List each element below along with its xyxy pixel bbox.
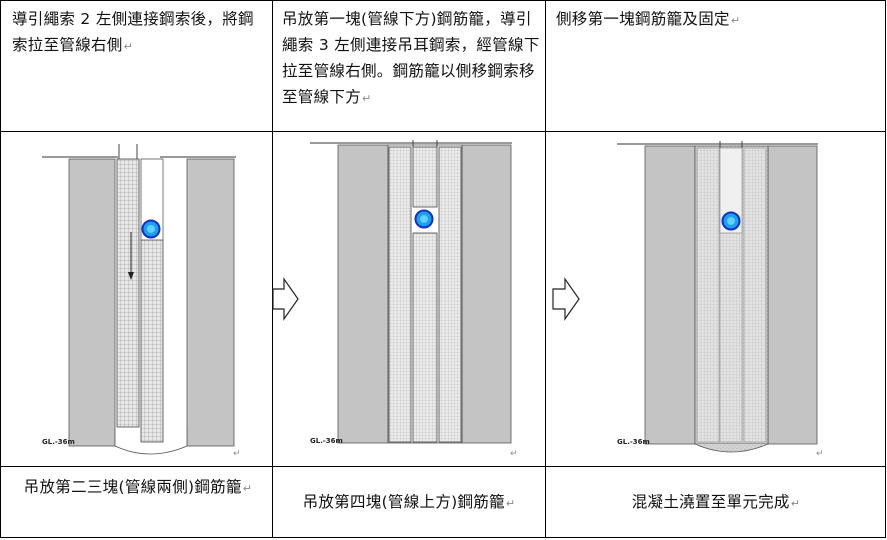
arrow-right-outline-icon: [552, 277, 580, 321]
caption-bottom-2: 吊放第四塊(管線上方)鋼筋籠↵: [274, 489, 544, 517]
rebar-cage-left: [116, 158, 140, 428]
diagram-step-1: GL.-36m ↵: [42, 144, 241, 459]
paragraph-mark: ↵: [233, 449, 241, 459]
soil-right: [186, 158, 235, 447]
rebar-cage-4: [412, 146, 438, 208]
depth-label: GL.-36m: [310, 437, 343, 445]
pipe-circle-icon: [721, 211, 741, 231]
caption-top-1: 導引繩索 2 左側連接鋼索後，將鋼索拉至管線右側↵: [12, 6, 264, 60]
soil-right: [767, 145, 818, 445]
caption-text: 吊放第四塊(管線上方)鋼筋籠: [302, 493, 505, 511]
soil-left: [644, 145, 696, 445]
soil-right: [461, 144, 512, 444]
diagram-step-2: GL.-36m ↵: [310, 140, 518, 459]
caption-bottom-1: 吊放第二三塊(管線兩側)鋼筋籠↵: [14, 474, 262, 502]
caption-top-3: 側移第一塊鋼筋籠及固定↵: [556, 6, 876, 34]
rebar-cage-1: [388, 146, 412, 443]
caption-top-2: 吊放第一塊(管線下方)鋼筋籠，導引繩索 3 左側連接吊耳鋼索，經管線下拉至管線右…: [282, 6, 540, 112]
diagram-step-3: GL.-36m ↵: [617, 141, 824, 459]
depth-label: GL.-36m: [42, 438, 75, 446]
caption-text: 吊放第一塊(管線下方)鋼筋籠，導引繩索 3 左側連接吊耳鋼索，經管線下拉至管線右…: [282, 10, 540, 106]
caption-bottom-3: 混凝土澆置至單元完成↵: [547, 489, 885, 517]
paragraph-mark: ↵: [816, 449, 824, 459]
rebar-cage-right: [140, 239, 164, 443]
rebar-cage-3: [438, 146, 462, 443]
soil-left: [337, 144, 389, 444]
rebar-cage-2: [412, 232, 438, 443]
arrow-down-icon: [128, 272, 134, 280]
caption-text: 吊放第二三塊(管線兩側)鋼筋籠: [23, 478, 242, 496]
caption-text: 側移第一塊鋼筋籠及固定: [556, 10, 730, 28]
soil-left: [68, 158, 116, 447]
paragraph-mark: ↵: [123, 40, 134, 53]
paragraph-mark: ↵: [510, 449, 518, 459]
arrow-right-outline-icon: [272, 277, 299, 321]
paragraph-mark: ↵: [730, 14, 741, 27]
paragraph-mark: ↵: [790, 497, 801, 510]
paragraph-mark: ↵: [362, 92, 372, 105]
pipe-circle-icon: [414, 209, 434, 229]
pipe-circle-icon: [141, 219, 161, 239]
caption-text: 導引繩索 2 左側連接鋼索後，將鋼索拉至管線右側: [12, 10, 254, 54]
depth-label: GL.-36m: [617, 438, 650, 446]
caption-text: 混凝土澆置至單元完成: [631, 493, 790, 511]
paragraph-mark: ↵: [242, 482, 253, 495]
paragraph-mark: ↵: [505, 497, 516, 510]
